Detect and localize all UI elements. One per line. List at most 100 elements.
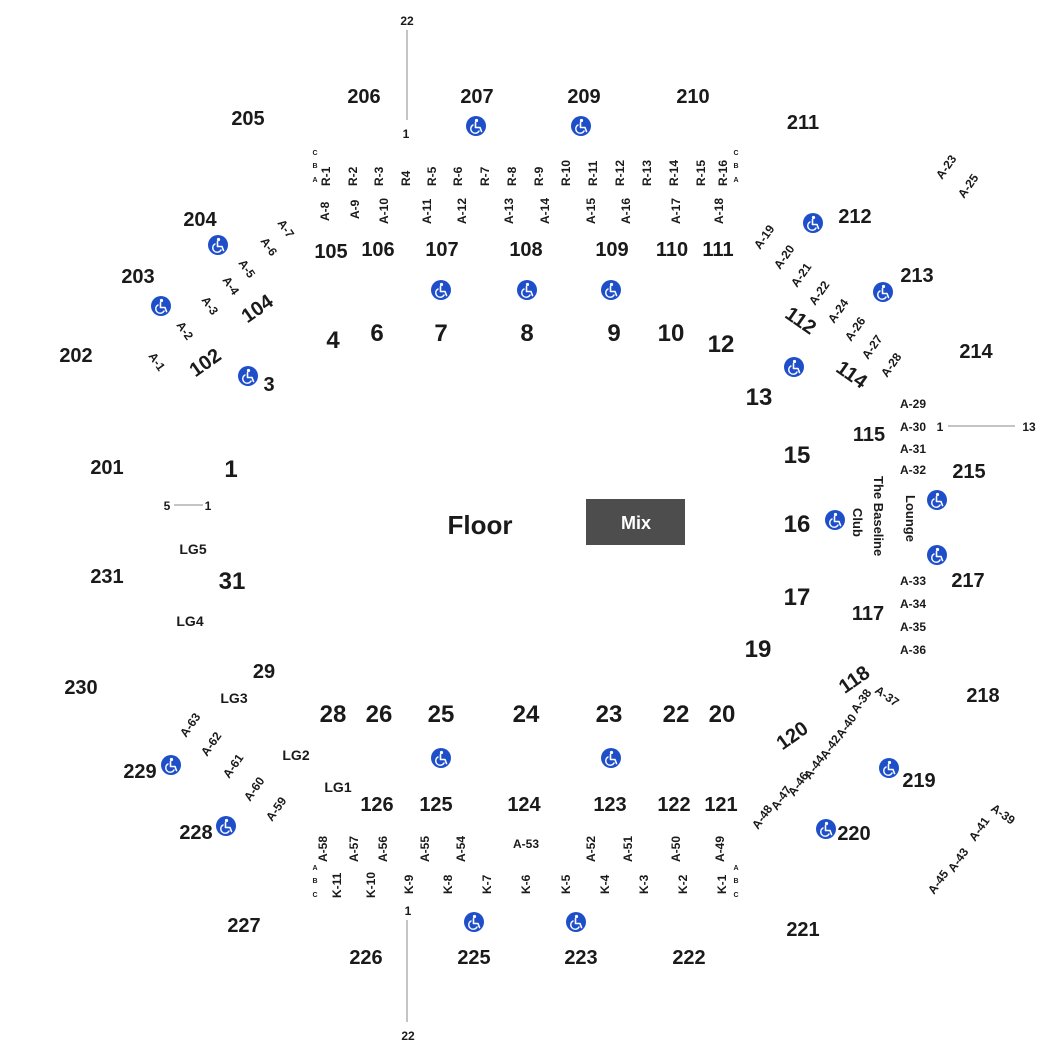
- row-k-8[interactable]: K-8: [441, 874, 455, 894]
- section-105[interactable]: 105: [314, 241, 347, 263]
- section-226[interactable]: 226: [349, 947, 382, 969]
- section-214[interactable]: 214: [959, 341, 993, 363]
- row-r-10[interactable]: R-10: [559, 160, 573, 186]
- floor-section-20[interactable]: 20: [709, 701, 736, 728]
- section-102[interactable]: 102: [186, 345, 226, 382]
- floor-section-10[interactable]: 10: [658, 320, 685, 347]
- aisle-a-25[interactable]: A-25: [955, 171, 982, 201]
- aisle-a-20[interactable]: A-20: [771, 242, 798, 272]
- aisle-a-62[interactable]: A-62: [198, 729, 225, 759]
- section-202[interactable]: 202: [59, 345, 92, 367]
- floor-section-22[interactable]: 22: [663, 701, 690, 728]
- loge-lg4[interactable]: LG4: [176, 613, 203, 629]
- aisle-a-52[interactable]: A-52: [584, 836, 598, 862]
- section-210[interactable]: 210: [676, 86, 709, 108]
- aisle-a-30[interactable]: A-30: [900, 420, 926, 434]
- section-124[interactable]: 124: [507, 794, 541, 816]
- section-126[interactable]: 126: [360, 794, 393, 816]
- section-213[interactable]: 213: [900, 265, 933, 287]
- aisle-a-16[interactable]: A-16: [619, 198, 633, 224]
- section-221[interactable]: 221: [786, 919, 819, 941]
- section-110[interactable]: 110: [656, 239, 688, 261]
- floor-section-13[interactable]: 13: [746, 384, 773, 411]
- row-k-11[interactable]: K-11: [330, 872, 344, 898]
- floor-section-8[interactable]: 8: [520, 320, 533, 347]
- aisle-a-61[interactable]: A-61: [220, 751, 247, 781]
- row-r-15[interactable]: R-15: [694, 160, 708, 186]
- aisle-a-32[interactable]: A-32: [900, 463, 926, 477]
- row-r-3[interactable]: R-3: [372, 166, 386, 186]
- section-220[interactable]: 220: [837, 823, 870, 845]
- row-r-8[interactable]: R-8: [505, 166, 519, 186]
- section-111[interactable]: 111: [702, 239, 733, 261]
- floor-section-16[interactable]: 16: [784, 511, 811, 538]
- section-108[interactable]: 108: [509, 239, 542, 261]
- section-117[interactable]: 117: [852, 603, 884, 625]
- aisle-a-31[interactable]: A-31: [900, 442, 926, 456]
- aisle-a-3[interactable]: A-3: [199, 294, 222, 318]
- section-115[interactable]: 115: [853, 424, 885, 446]
- floor-section-4[interactable]: 4: [326, 327, 340, 354]
- aisle-a-7[interactable]: A-7: [275, 217, 298, 241]
- aisle-a-35[interactable]: A-35: [900, 620, 926, 634]
- aisle-a-39[interactable]: A-39: [988, 801, 1018, 828]
- aisle-a-8[interactable]: A-8: [318, 201, 332, 221]
- aisle-a-53[interactable]: A-53: [513, 837, 539, 851]
- section-217[interactable]: 217: [951, 570, 984, 592]
- loge-lg3[interactable]: LG3: [220, 690, 247, 706]
- aisle-a-54[interactable]: A-54: [454, 836, 468, 862]
- aisle-a-55[interactable]: A-55: [418, 836, 432, 862]
- row-r-13[interactable]: R-13: [640, 160, 654, 186]
- aisle-a-49[interactable]: A-49: [713, 836, 727, 862]
- aisle-a-36[interactable]: A-36: [900, 643, 926, 657]
- loge-lg5[interactable]: LG5: [179, 541, 206, 557]
- row-k-9[interactable]: K-9: [402, 874, 416, 894]
- row-r-14[interactable]: R-14: [667, 160, 681, 186]
- section-122[interactable]: 122: [657, 794, 690, 816]
- aisle-a-23[interactable]: A-23: [933, 152, 960, 182]
- floor-section-3[interactable]: 3: [263, 374, 274, 396]
- section-106[interactable]: 106: [361, 239, 394, 261]
- floor-section-29[interactable]: 29: [253, 661, 275, 683]
- aisle-a-57[interactable]: A-57: [347, 836, 361, 862]
- aisle-a-15[interactable]: A-15: [584, 198, 598, 224]
- section-203[interactable]: 203: [121, 266, 154, 288]
- aisle-a-10[interactable]: A-10: [377, 198, 391, 224]
- aisle-a-17[interactable]: A-17: [669, 198, 683, 224]
- floor-section-17[interactable]: 17: [784, 584, 811, 611]
- aisle-a-22[interactable]: A-22: [806, 278, 833, 308]
- aisle-a-9[interactable]: A-9: [348, 199, 362, 219]
- row-k-4[interactable]: K-4: [598, 874, 612, 894]
- row-k-2[interactable]: K-2: [676, 874, 690, 894]
- floor-section-15[interactable]: 15: [784, 442, 811, 469]
- section-201[interactable]: 201: [90, 457, 123, 479]
- section-114[interactable]: 114: [832, 357, 872, 394]
- aisle-a-43[interactable]: A-43: [945, 845, 972, 875]
- floor-section-24[interactable]: 24: [513, 701, 540, 728]
- floor-section-7[interactable]: 7: [434, 320, 447, 347]
- row-k-5[interactable]: K-5: [559, 874, 573, 894]
- aisle-a-18[interactable]: A-18: [712, 198, 726, 224]
- section-109[interactable]: 109: [595, 239, 628, 261]
- row-r-1[interactable]: R-1: [319, 166, 333, 186]
- row-r-12[interactable]: R-12: [613, 160, 627, 186]
- row-k-6[interactable]: K-6: [519, 874, 533, 894]
- floor-section-6[interactable]: 6: [370, 320, 383, 347]
- section-215[interactable]: 215: [952, 461, 985, 483]
- aisle-a-2[interactable]: A-2: [174, 319, 197, 343]
- aisle-a-33[interactable]: A-33: [900, 574, 926, 588]
- aisle-a-6[interactable]: A-6: [258, 235, 281, 259]
- section-211[interactable]: 211: [787, 112, 819, 134]
- aisle-a-19[interactable]: A-19: [751, 222, 778, 252]
- aisle-a-60[interactable]: A-60: [241, 774, 268, 804]
- aisle-a-21[interactable]: A-21: [788, 260, 815, 290]
- aisle-a-13[interactable]: A-13: [502, 198, 516, 224]
- aisle-a-37[interactable]: A-37: [872, 683, 902, 710]
- row-k-3[interactable]: K-3: [637, 874, 651, 894]
- aisle-a-51[interactable]: A-51: [621, 836, 635, 862]
- section-104[interactable]: 104: [238, 290, 279, 328]
- section-218[interactable]: 218: [966, 685, 999, 707]
- row-k-1[interactable]: K-1: [715, 874, 729, 894]
- section-125[interactable]: 125: [419, 794, 452, 816]
- aisle-a-28[interactable]: A-28: [878, 350, 905, 380]
